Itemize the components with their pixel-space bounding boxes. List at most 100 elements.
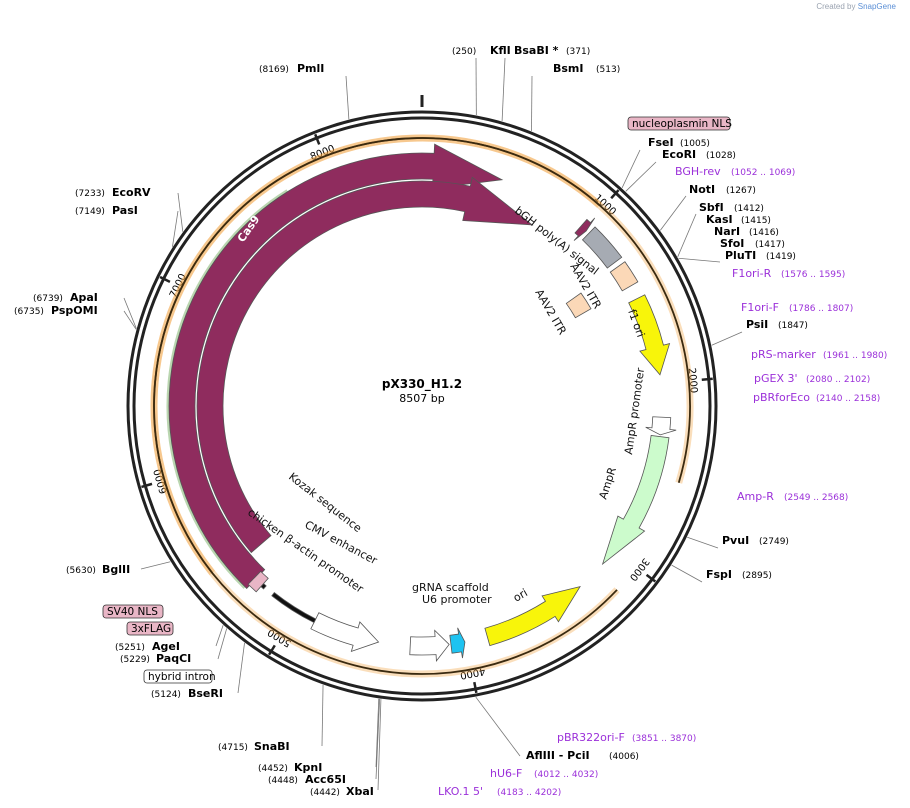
leader-8 — [678, 257, 721, 263]
site-3xflag: 3xFLAG — [126, 621, 174, 636]
svg-text:(6739): (6739) — [33, 294, 63, 304]
svg-text:(3851 .. 3870): (3851 .. 3870) — [632, 734, 696, 744]
site-bglii: (5630) BglII — [66, 563, 130, 576]
svg-text:(1415): (1415) — [741, 216, 771, 226]
tick-mark-7000 — [159, 275, 171, 283]
svg-text:PmlI: PmlI — [297, 62, 324, 75]
svg-text:KpnI: KpnI — [294, 761, 322, 774]
leader-19 — [215, 625, 224, 647]
primer-pgex: pGEX 3' (2080 .. 2102) — [754, 372, 870, 385]
leader-14 — [375, 698, 381, 780]
feature-chicken — [271, 592, 317, 624]
snapgene-brand: SnapGene — [857, 2, 896, 11]
svg-text:BsmI: BsmI — [553, 62, 584, 75]
svg-text:(2895): (2895) — [742, 571, 772, 581]
site-psii: PsiI(1847) — [746, 318, 808, 331]
label-grna: gRNA scaffold — [412, 581, 489, 594]
svg-text:(2080 .. 2102): (2080 .. 2102) — [806, 375, 870, 385]
site-pmli: (8169)PmlI — [259, 62, 324, 75]
svg-text:(4442): (4442) — [310, 788, 340, 798]
svg-text:(2749): (2749) — [759, 537, 789, 547]
svg-text:BsaBI *: BsaBI * — [514, 44, 559, 57]
tick-mark-2000 — [701, 377, 713, 381]
svg-text:(1417): (1417) — [755, 240, 785, 250]
leader-3 — [345, 75, 350, 120]
svg-text:(4452): (4452) — [258, 764, 288, 774]
svg-text:(7149): (7149) — [75, 207, 105, 217]
site-afliii: AflIII - PciI(4006) — [526, 749, 639, 762]
svg-text:BglII: BglII — [102, 563, 130, 576]
feature-cas9_inner — [196, 176, 534, 554]
svg-text:BseRI: BseRI — [188, 687, 223, 700]
svg-text:nucleoplasmin NLS: nucleoplasmin NLS — [632, 118, 732, 130]
feature-labels: bGH poly(A) signal AAV2 ITR AAV2 ITR f1 … — [235, 204, 647, 606]
svg-text:(7233): (7233) — [75, 189, 105, 199]
svg-text:(513): (513) — [596, 65, 620, 75]
site-fspi: FspI(2895) — [706, 568, 772, 581]
feature-amppro — [645, 416, 677, 436]
svg-text:(250): (250) — [452, 47, 476, 57]
leader-10 — [687, 536, 719, 549]
leader-22 — [123, 297, 137, 329]
primer-hu6f: hU6-F(4012 .. 4032) — [490, 767, 598, 780]
leader-13 — [377, 699, 382, 791]
tick-mark-6000 — [141, 482, 153, 489]
svg-text:hybrid intron: hybrid intron — [148, 671, 216, 683]
feature-layer — [168, 143, 677, 662]
leader-11 — [671, 564, 703, 583]
svg-text:(4006): (4006) — [609, 752, 639, 762]
svg-text:FseI: FseI — [648, 136, 674, 149]
svg-text:NarI: NarI — [714, 225, 740, 238]
site-sbfi: SbfI(1412) — [699, 201, 764, 214]
label-itr2: AAV2 ITR — [532, 287, 569, 337]
svg-text:(4012 .. 4032): (4012 .. 4032) — [534, 770, 598, 780]
label-kozak: Kozak sequence — [286, 470, 364, 535]
leader-21 — [123, 310, 137, 330]
svg-text:(1028): (1028) — [706, 151, 736, 161]
label-amppro: AmpR promoter — [622, 367, 647, 456]
label-ampr: AmpR — [596, 465, 619, 501]
site-labels-left: (4442)XbaI (4448)Acc65I (4452)KpnI (4715… — [14, 186, 374, 798]
svg-text:LKO.1 5': LKO.1 5' — [438, 785, 483, 798]
site-kpni: (4452) KpnI — [258, 761, 322, 774]
svg-text:pBRforEco: pBRforEco — [753, 391, 810, 404]
site-ecori: EcoRI(1028) — [662, 148, 736, 161]
svg-text:Amp-R: Amp-R — [737, 490, 774, 503]
label-u6: U6 promoter — [422, 593, 492, 606]
tick-label-4000: 4000 — [459, 665, 486, 681]
primer-bghrev: BGH-rev(1052 .. 1069) — [675, 165, 795, 178]
leader-1 — [501, 57, 506, 122]
site-pluti: PluTI(1419) — [725, 249, 796, 262]
svg-text:PvuI: PvuI — [722, 534, 749, 547]
site-nari: NarI (1416) — [714, 225, 779, 238]
svg-text:KflI: KflI — [490, 44, 511, 57]
svg-text:F1ori-F: F1ori-F — [741, 301, 779, 314]
leader-2 — [531, 75, 533, 131]
svg-text:SbfI: SbfI — [699, 201, 724, 214]
feature-grna — [449, 627, 466, 659]
svg-text:BGH-rev: BGH-rev — [675, 165, 721, 178]
svg-text:(2140 .. 2158): (2140 .. 2158) — [816, 394, 880, 404]
svg-text:PasI: PasI — [112, 204, 138, 217]
tick-mark-8000 — [314, 133, 321, 145]
svg-text:(1847): (1847) — [778, 321, 808, 331]
svg-text:(1005): (1005) — [680, 139, 710, 149]
primer-pbrforeco: pBRforEco (2140 .. 2158) — [753, 391, 880, 404]
svg-text:KasI: KasI — [706, 213, 733, 226]
svg-text:(1416): (1416) — [749, 228, 779, 238]
orf_orange2 — [153, 137, 691, 675]
leader-23 — [172, 210, 179, 247]
site-pvui: PvuI (2749) — [722, 534, 789, 547]
leader-layer — [123, 57, 743, 791]
leader-9 — [711, 331, 743, 346]
svg-text:(5630): (5630) — [66, 566, 96, 576]
svg-text:F1ori-R: F1ori-R — [732, 267, 772, 280]
leader-16 — [321, 684, 324, 747]
svg-text:EcoRV: EcoRV — [112, 186, 151, 199]
site-acc65i: (4448)Acc65I — [268, 773, 346, 786]
svg-text:pGEX 3': pGEX 3' — [754, 372, 798, 385]
leader-15 — [375, 698, 380, 768]
primer-f1orif: F1ori-F (1786 .. 1807) — [741, 301, 853, 314]
svg-text:(1786 .. 1807): (1786 .. 1807) — [789, 304, 853, 314]
